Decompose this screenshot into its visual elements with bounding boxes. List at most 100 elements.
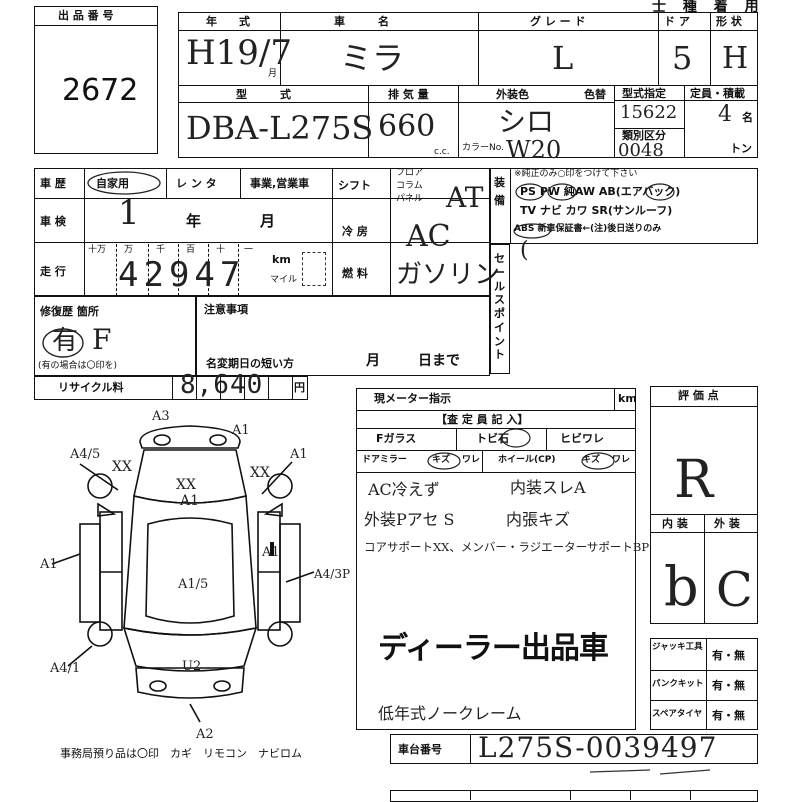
inspection-month-unit: 月 [260, 212, 276, 230]
type-designation-value: 15622 [620, 102, 678, 123]
chassis-value: L275S-0039497 [478, 731, 718, 764]
ac-label: 冷 房 [342, 225, 368, 238]
car-name-value: ミラ [340, 39, 405, 77]
class-value: 0048 [618, 140, 664, 161]
history-option-business: 事業,営業車 [250, 177, 310, 190]
lot-number-value: 2672 [62, 73, 139, 108]
lot-number-label: 出 品 番 号 [58, 9, 114, 22]
damage-mark-A4-5: A4/5 [70, 447, 101, 462]
damage-mark-A3: A3 [152, 409, 170, 424]
accessory-puncture-kit-value: 有・無 [712, 679, 745, 692]
repair-note: (有の場合は〇印を) [38, 361, 118, 371]
shape-label: 形 状 [716, 15, 742, 28]
equipment-line3: ABS 新車保証書←(注)後日送りのみ [514, 224, 662, 234]
fuel-value: ガソリン [396, 260, 501, 290]
exterior-color-label: 外装色 [496, 88, 529, 101]
equipment-label: 装 備 [494, 176, 505, 207]
load-unit: トン [730, 142, 752, 155]
corner-header-text: 士 種 着 用 [652, 0, 765, 15]
exterior-color-value: シロ [498, 105, 555, 138]
fuel-label: 燃 料 [342, 267, 368, 280]
displacement-value: 660 [378, 109, 436, 144]
exterior-label: 外 装 [714, 517, 740, 530]
inspector-header: 【査 定 員 記 入】 [436, 413, 529, 426]
displacement-label: 排 気 量 [388, 88, 429, 101]
note-exterior-paint: 外装Pアセ S [364, 510, 455, 529]
caution-label: 注意事項 [204, 303, 248, 316]
sales-point-label: セールスポイント [494, 252, 505, 362]
inspection-value: 1 [118, 193, 140, 233]
sales-point-mark: ( [520, 238, 529, 263]
capacity-label: 定員・積載 [690, 87, 745, 100]
repair-box [34, 296, 196, 376]
damage-mark-A4-3P: A4/3P [314, 567, 351, 581]
shift-panel: パネル [396, 194, 424, 204]
grade-value: L [552, 39, 574, 77]
damage-mark-XX-left: XX [112, 459, 132, 475]
capacity-unit: 名 [742, 111, 753, 124]
check-door-mirror: ドアミラー [362, 455, 407, 465]
caution-box [196, 296, 490, 376]
repair-label: 修復歴 箇所 [40, 305, 99, 318]
year-value: H19/7 [186, 33, 293, 73]
bottom-partial-box [390, 790, 758, 802]
repair-location: F [92, 323, 112, 356]
evaluation-label: 評 価 点 [678, 389, 719, 402]
mileage-digit-10k: 万 [124, 245, 134, 255]
meter-label: 現メーター指示 [374, 392, 451, 405]
accessory-spare-tire-label: スペアタイヤ [652, 709, 703, 719]
doors-value: 5 [672, 39, 693, 77]
repair-value: 有 [52, 326, 79, 356]
shift-value: AT [446, 181, 484, 214]
shift-column: コラム [396, 181, 423, 191]
note-interior-wear: 内装スレA [510, 478, 586, 497]
sales-point-box [490, 244, 510, 374]
doors-label: ド ア [664, 15, 690, 28]
car-damage-diagram [51, 425, 315, 723]
mileage-unit-km: km [272, 253, 291, 266]
color-code-label: カラーNo. [462, 143, 504, 153]
check-crack: ヒビワレ [560, 432, 604, 445]
damage-mark-side-1: A1 [262, 545, 280, 560]
inspector-bottom-note: 低年式ノークレーム [378, 704, 522, 723]
recycle-label: リサイクル料 [58, 381, 124, 394]
check-wheel-scratch: キズ [582, 455, 601, 465]
inspection-label: 車 検 [40, 215, 66, 228]
note-core-support: コアサポートXX、メンバー・ラジエーターサポートBP [364, 540, 650, 554]
check-mirror-break: ワレ [462, 455, 481, 465]
damage-mark-A1-right: A1 [290, 447, 308, 462]
chip-circle [501, 428, 531, 448]
equipment-line1: PS PW 純AW AB(エアバック) [520, 185, 681, 198]
recycle-value: 8,640 [180, 370, 264, 400]
mileage-digit-100k: 十万 [88, 245, 107, 255]
mileage-digit-1: 一 [244, 245, 254, 255]
equipment-box [490, 168, 758, 244]
car-name-label: 車 名 [334, 15, 389, 28]
recycle-box [34, 376, 308, 400]
shift-floor: フロア [396, 168, 424, 178]
caution-month: 月 [366, 353, 380, 369]
history-box [34, 168, 490, 296]
short-date-label: 名変期日の短い方 [206, 357, 294, 370]
accessory-jack-label: ジャッキ工具 [652, 642, 703, 652]
damage-mark-U2: U2 [182, 659, 202, 674]
chassis-strike-marks [589, 769, 711, 775]
mileage-unit-mile: マイル [270, 275, 298, 285]
inspection-year-unit: 年 [186, 212, 202, 230]
damage-mark-A1-hood: A1 [180, 493, 200, 509]
accessory-jack-value: 有・無 [712, 649, 745, 662]
repair-circle [42, 328, 84, 358]
shift-label: シフト [338, 179, 371, 192]
mileage-digit-1k: 千 [156, 245, 166, 255]
private-use-circle [87, 171, 161, 195]
chassis-label: 車台番号 [398, 743, 442, 756]
caution-day: 日まで [418, 353, 460, 369]
check-chip: トビ石 [476, 432, 509, 445]
model-value: DBA-L275S [186, 109, 374, 147]
note-trim-scratch: 内張キズ [506, 510, 571, 529]
equipment-circles [513, 183, 675, 239]
lot-number-box [34, 6, 158, 154]
mile-checkbox [302, 252, 326, 286]
damage-mark-A1-5-roof: A1/5 [178, 577, 209, 592]
class-label: 類別区分 [622, 129, 666, 142]
